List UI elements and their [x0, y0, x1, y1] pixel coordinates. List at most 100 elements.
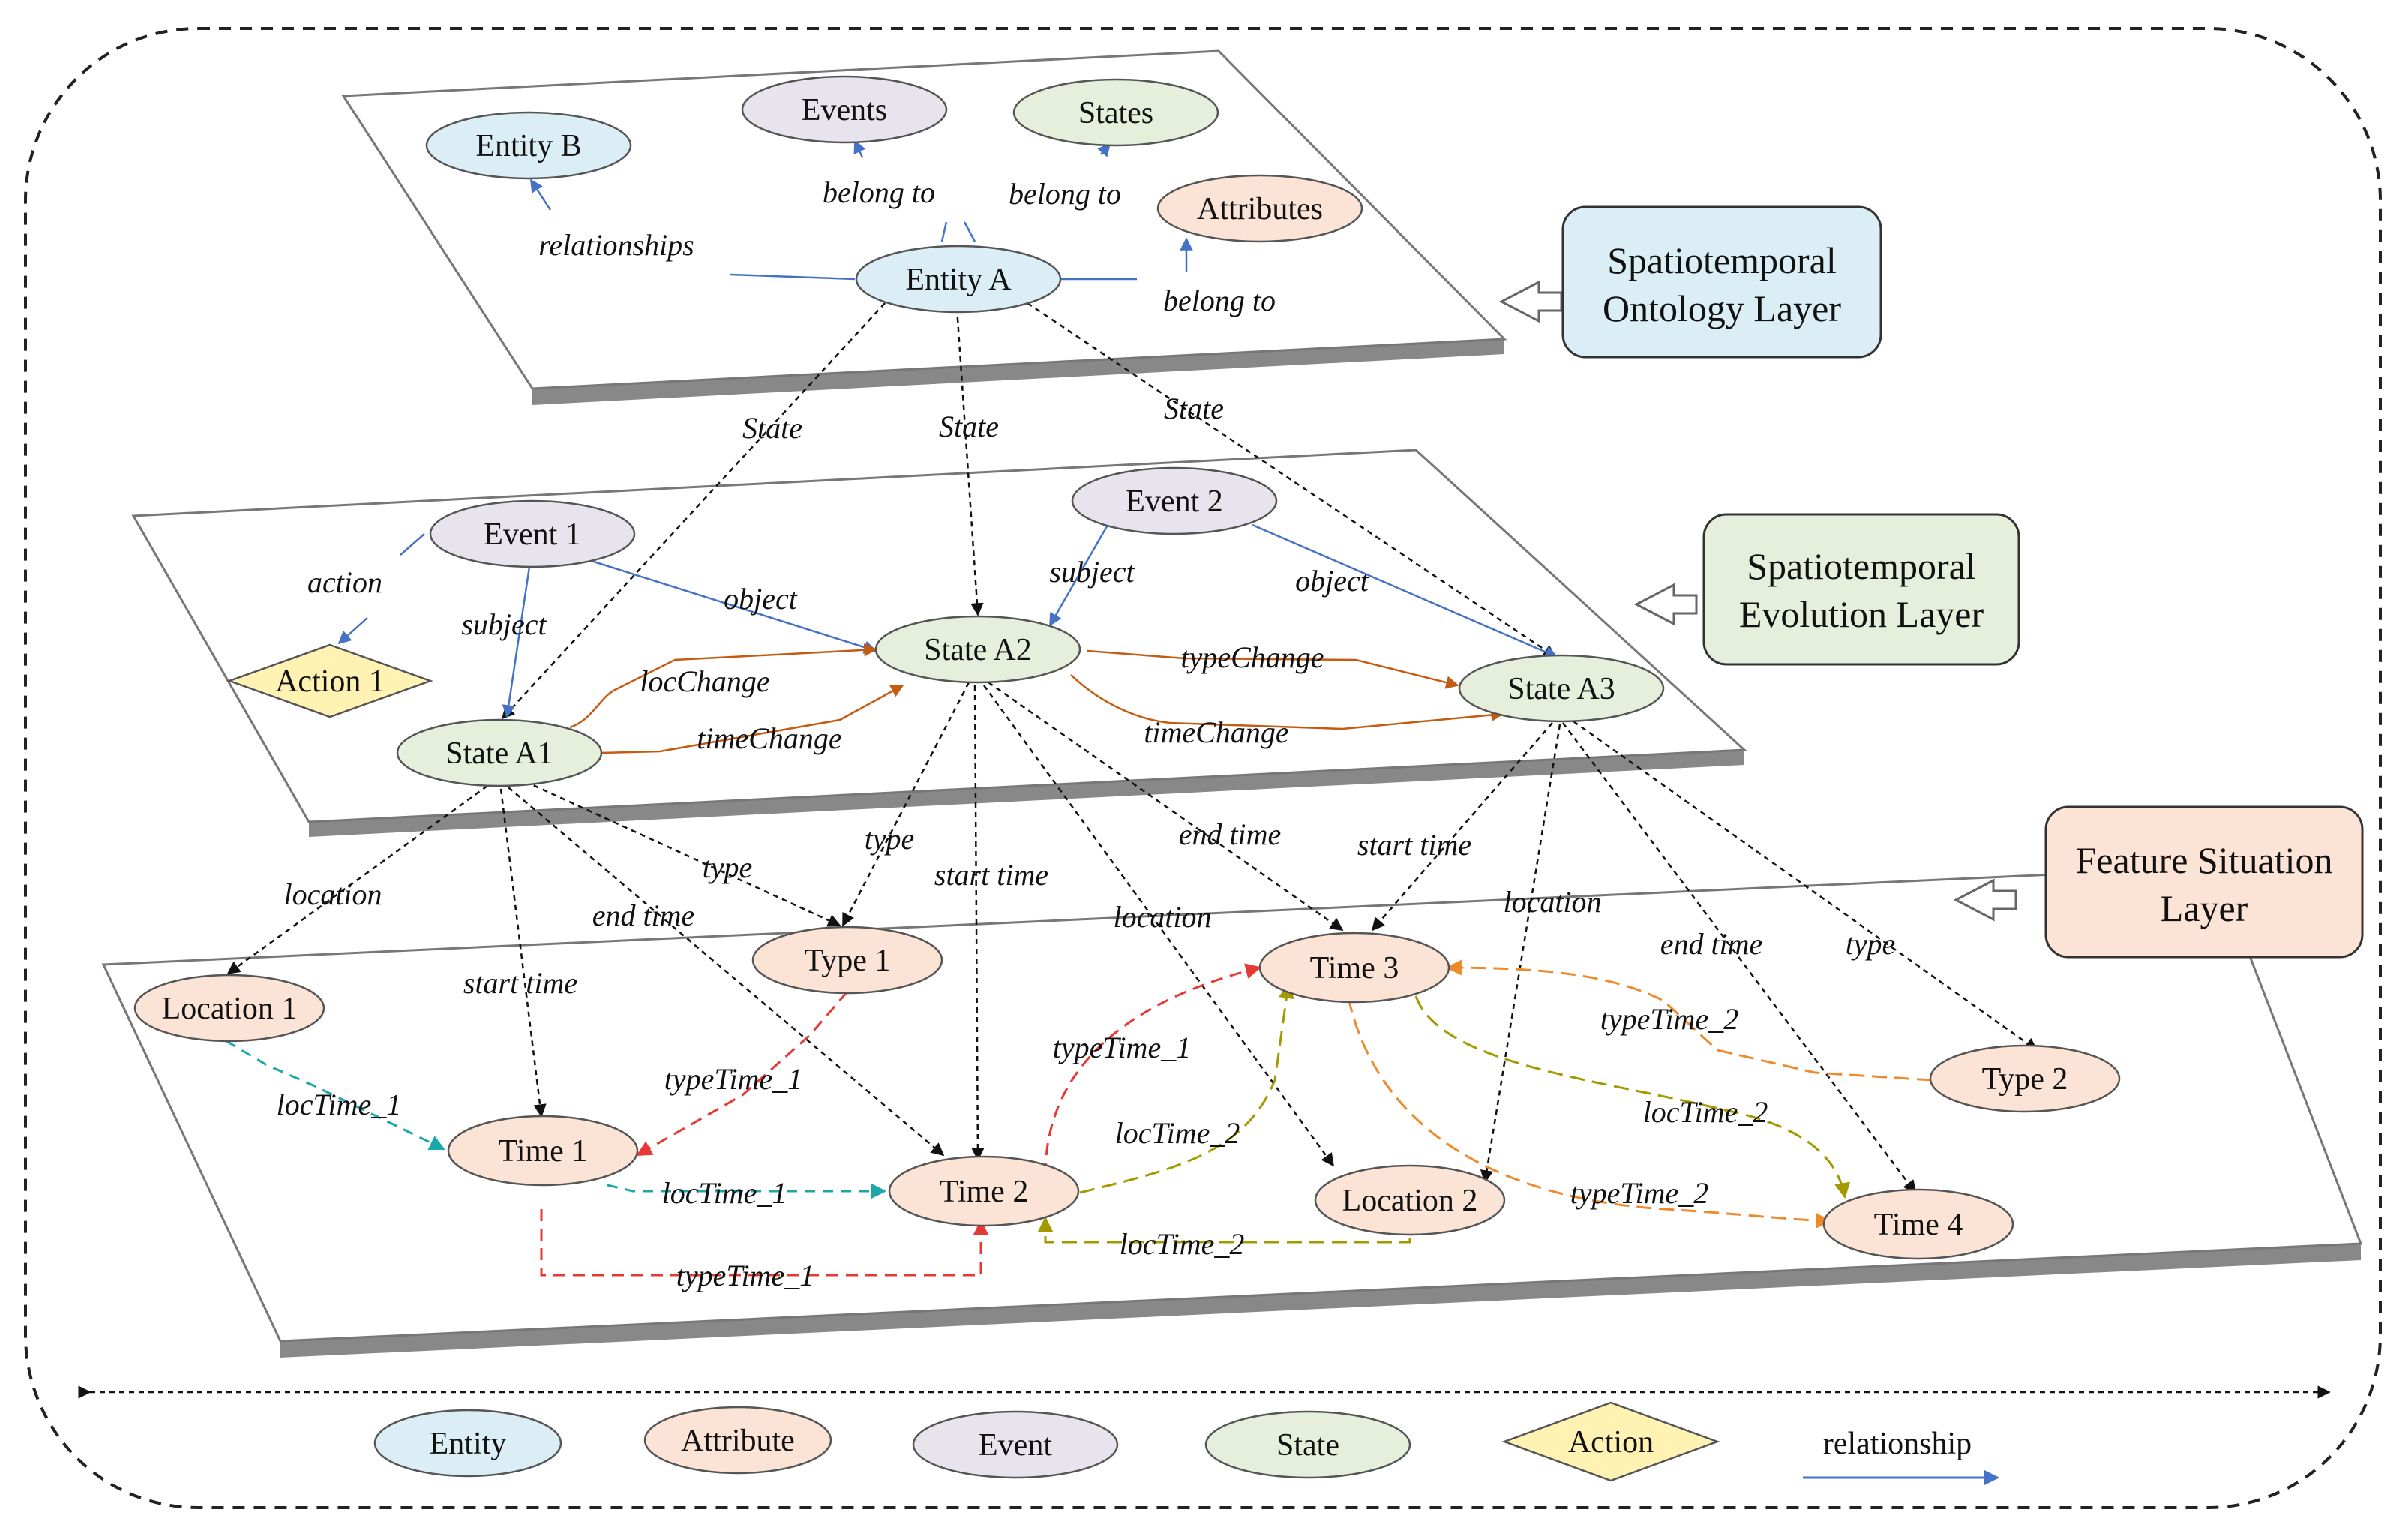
label-type-2: type: [865, 822, 915, 856]
svg-text:States: States: [1078, 96, 1153, 130]
node-state-a3: State A3: [1458, 654, 1665, 723]
label-typetime-1c: typeTime_1: [1053, 1030, 1191, 1064]
label-location-2: location: [1113, 900, 1211, 934]
label-timechange-2: timeChange: [1144, 716, 1288, 749]
label-start-time-2: start time: [934, 858, 1048, 892]
label-loctime-2c: locTime_2: [1643, 1095, 1768, 1129]
svg-text:Location 2: Location 2: [1342, 1184, 1478, 1218]
node-entity-b-label: Entity B: [475, 129, 581, 164]
label-belong-to-attributes: belong to: [1163, 284, 1276, 317]
ontology-edges: [501, 140, 1557, 720]
node-events: Events: [741, 75, 948, 144]
legend-state: State: [1204, 1410, 1411, 1479]
label-state-3: State: [1164, 392, 1224, 425]
label-subject-2: subject: [1049, 555, 1135, 589]
node-action-1: Action 1: [226, 644, 433, 718]
arrow-left-icon: [1953, 878, 2017, 922]
node-entity-a: Entity A: [855, 244, 1062, 314]
label-type-3: type: [1846, 927, 1896, 961]
label-locchange: locChange: [640, 664, 769, 698]
label-object-1: object: [724, 582, 798, 616]
svg-text:Action 1: Action 1: [275, 664, 385, 699]
svg-text:Event: Event: [979, 1428, 1052, 1462]
svg-text:State A3: State A3: [1507, 672, 1615, 706]
node-time-4: Time 4: [1822, 1188, 2014, 1260]
node-time-1: Time 1: [447, 1114, 639, 1186]
label-loctime-2b: locTime_2: [1120, 1227, 1245, 1261]
label-timechange-1: timeChange: [697, 722, 841, 755]
node-attributes: Attributes: [1156, 174, 1363, 243]
label-action: action: [307, 566, 382, 599]
arrow-left-icon: [1633, 583, 1698, 626]
label-typetime-2b: typeTime_2: [1570, 1176, 1708, 1210]
node-entity-b: Entity B: [425, 111, 632, 180]
label-typetime-2a: typeTime_2: [1600, 1002, 1738, 1036]
label-belong-to-states: belong to: [1009, 177, 1121, 211]
label-relationships: relationships: [538, 228, 694, 262]
label-loctime-1b: locTime_1: [662, 1176, 787, 1210]
node-time-3: Time 3: [1258, 932, 1450, 1004]
label-loctime-1a: locTime_1: [277, 1088, 402, 1121]
legend-relationship: relationship: [1803, 1426, 2000, 1486]
svg-text:Type 2: Type 2: [1982, 1062, 2068, 1096]
label-start-time-1: start time: [463, 966, 577, 1000]
legend-attribute: Attribute: [643, 1406, 832, 1474]
cross-layer-edges: [226, 681, 2038, 1194]
svg-text:Type 1: Type 1: [805, 944, 891, 978]
svg-text:State A2: State A2: [924, 633, 1032, 668]
node-type-1: Type 1: [751, 926, 943, 994]
svg-text:Ontology Layer: Ontology Layer: [1603, 287, 1841, 329]
label-location-1: location: [283, 878, 382, 911]
svg-text:State A1: State A1: [445, 736, 553, 771]
label-state-2: State: [939, 410, 999, 443]
node-time-2: Time 2: [888, 1155, 1080, 1227]
svg-text:Events: Events: [802, 93, 887, 128]
svg-text:Entity: Entity: [430, 1426, 507, 1461]
evolution-edges: [339, 524, 1558, 754]
svg-text:Time 1: Time 1: [499, 1134, 588, 1168]
outer-frame: [24, 27, 2382, 1509]
node-state-a1: State A1: [396, 718, 603, 788]
svg-text:Action: Action: [1568, 1425, 1654, 1460]
feature-plane: [101, 866, 2363, 1358]
label-end-time-1: end time: [592, 898, 695, 932]
legend: Entity Attribute Event State Action rela…: [78, 1385, 2331, 1486]
label-typechange: typeChange: [1180, 640, 1324, 674]
label-subject-1: subject: [461, 608, 547, 641]
label-end-time-3: end time: [1660, 927, 1763, 961]
legend-action: Action: [1501, 1401, 1720, 1482]
node-states: States: [1012, 78, 1219, 147]
legend-event: Event: [912, 1410, 1119, 1479]
legend-entity: Entity: [373, 1408, 562, 1478]
svg-text:Location 1: Location 1: [162, 992, 298, 1026]
svg-text:Evolution Layer: Evolution Layer: [1739, 593, 1984, 635]
label-loctime-2a: locTime_2: [1115, 1116, 1240, 1150]
label-typetime-1a: typeTime_1: [664, 1062, 802, 1096]
arrow-left-icon: [1498, 280, 1563, 323]
label-typetime-1b: typeTime_1: [676, 1258, 814, 1292]
node-event-2: Event 2: [1071, 466, 1278, 536]
node-state-a2: State A2: [874, 615, 1081, 684]
svg-text:Event 1: Event 1: [484, 518, 580, 552]
svg-text:Attributes: Attributes: [1197, 192, 1323, 226]
node-location-2: Location 2: [1314, 1164, 1506, 1236]
svg-text:Spatiotemporal: Spatiotemporal: [1747, 545, 1976, 587]
node-type-2: Type 2: [1929, 1044, 2121, 1113]
svg-text:Attribute: Attribute: [681, 1424, 795, 1458]
layer-label-feature: Feature Situation Layer: [1953, 806, 2364, 958]
node-location-1: Location 1: [133, 974, 325, 1042]
label-location-3: location: [1503, 885, 1601, 919]
edge-labels: relationships belong to belong to belong…: [277, 176, 1896, 1292]
label-start-time-3: start time: [1357, 828, 1471, 862]
layer-label-ontology: Spatiotemporal Ontology Layer: [1498, 206, 1882, 358]
svg-text:State: State: [1276, 1428, 1339, 1462]
svg-text:Layer: Layer: [2161, 887, 2248, 929]
layer-label-evolution: Spatiotemporal Evolution Layer: [1633, 513, 2020, 666]
svg-text:Entity A: Entity A: [905, 262, 1012, 297]
label-type-1: type: [703, 850, 753, 884]
label-state-1: State: [742, 411, 802, 445]
svg-text:relationship: relationship: [1823, 1426, 1972, 1461]
svg-text:Time 4: Time 4: [1874, 1208, 1963, 1242]
label-object-2: object: [1295, 564, 1369, 598]
